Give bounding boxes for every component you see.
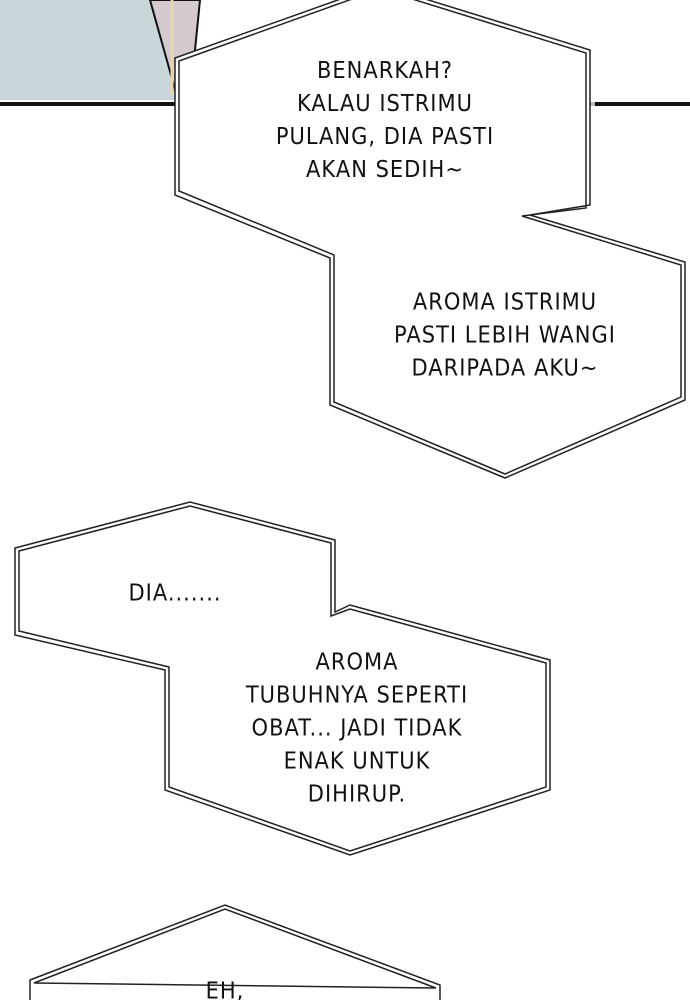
- dialogue-text: AROMA TUBUHNYA SEPERTI OBAT... JADI TIDA…: [245, 648, 469, 808]
- speech-bubble-3-4: [14, 501, 551, 856]
- dialogue-text: AROMA ISTRIMU PASTI LEBIH WANGI DARIPADA…: [394, 288, 616, 382]
- dialogue-text: EH,: [205, 977, 245, 1000]
- dialogue-text: DIA.......: [128, 579, 222, 607]
- background-wall: [0, 0, 178, 100]
- dialogue-text: BENARKAH? KALAU ISTRIMU PULANG, DIA PAST…: [275, 57, 495, 183]
- speech-bubble-5: [29, 904, 441, 1000]
- speech-bubble-1-2: [174, 0, 686, 479]
